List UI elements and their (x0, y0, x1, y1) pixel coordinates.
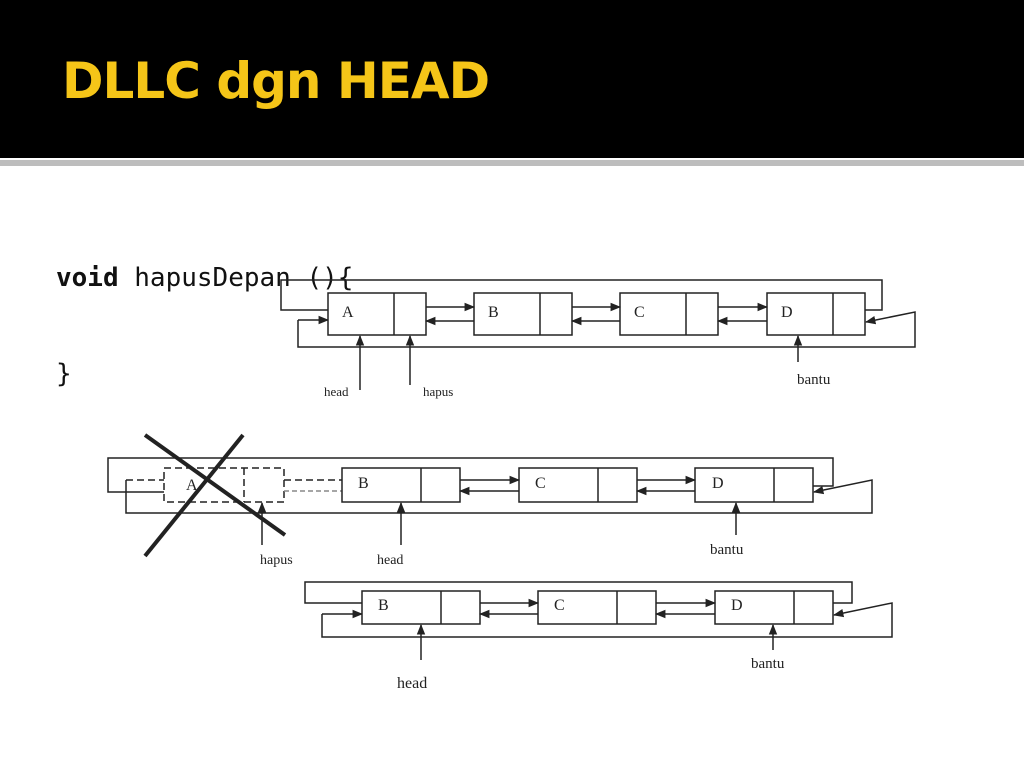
d1-pointer-hapus: hapus (423, 384, 453, 399)
code-line-2: } (56, 359, 72, 389)
d2-node-a-deleted (126, 467, 342, 503)
d1-loop-top (280, 279, 883, 311)
code-keyword: void (56, 263, 119, 293)
diagram-3 (304, 581, 893, 660)
d3-node-b (361, 590, 481, 625)
d2-pointer-head: head (377, 553, 403, 568)
d3-pointer-bantu: bantu (751, 656, 785, 672)
d2-pointer-bantu: bantu (710, 542, 744, 558)
d1-label-d: D (781, 304, 793, 321)
d2-loop-bottom (125, 479, 873, 514)
d1-node-c (619, 292, 719, 336)
title-bar (0, 0, 1024, 158)
slide-title: DLLC dgn HEAD (62, 52, 490, 110)
d1-node-b (473, 292, 573, 336)
diagram-2 (107, 433, 873, 558)
d3-loop-top (304, 581, 853, 604)
code-snippet: void hapusDepan (){ } (56, 198, 353, 422)
diagram-1 (280, 279, 916, 390)
d2-label-b: B (358, 475, 369, 492)
d2-delete-cross-1 (143, 433, 287, 537)
d3-loop-bottom (321, 602, 893, 638)
d3-label-c: C (554, 597, 565, 614)
d3-node-c (537, 590, 657, 625)
d3-label-b: B (378, 597, 389, 614)
d2-loop-top (107, 457, 834, 493)
d2-delete-cross-2 (143, 433, 245, 558)
d3-node-d (714, 590, 834, 625)
d2-pointer-hapus: hapus (260, 553, 293, 568)
d1-label-b: B (488, 304, 499, 321)
d2-node-c (518, 467, 638, 503)
d1-label-c: C (634, 304, 645, 321)
d2-node-b (341, 467, 461, 503)
d1-node-a (327, 292, 427, 336)
code-line-1: void hapusDepan (){ (56, 262, 353, 294)
d1-loop-bottom (297, 311, 916, 348)
d2-label-a: A (186, 477, 198, 494)
d2-label-d: D (712, 475, 724, 492)
title-divider (0, 160, 1024, 166)
d1-pointer-bantu: bantu (797, 372, 831, 388)
d3-label-d: D (731, 597, 743, 614)
d2-node-d (694, 467, 814, 503)
d2-label-c: C (535, 475, 546, 492)
code-signature: hapusDepan (){ (118, 263, 354, 293)
d1-label-a: A (342, 304, 354, 321)
d1-pointer-head: head (324, 384, 349, 399)
d1-node-d (766, 292, 866, 336)
d3-pointer-head: head (397, 675, 427, 692)
